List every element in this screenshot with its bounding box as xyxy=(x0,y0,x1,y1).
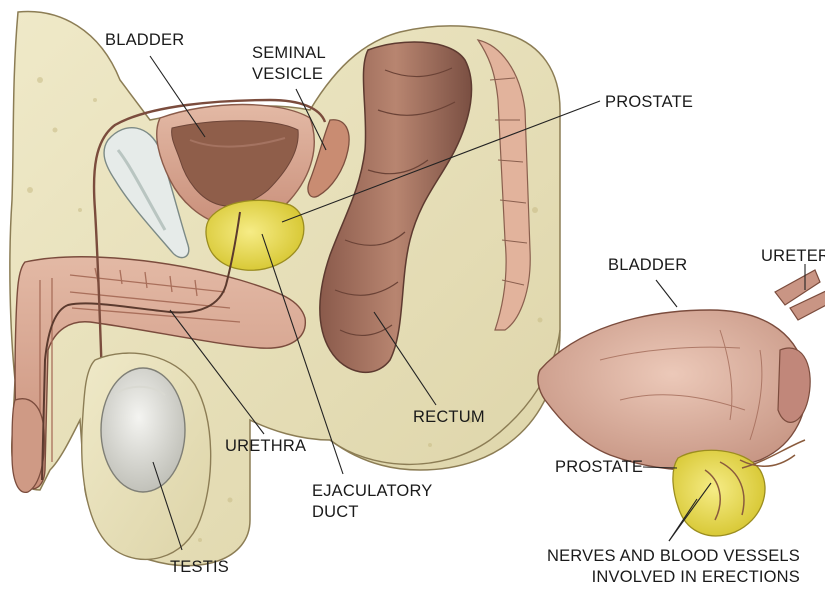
label-bladder-main: BLADDER xyxy=(105,30,184,50)
label-ejaculatory-duct-2: DUCT xyxy=(312,502,359,522)
label-urethra: URETHRA xyxy=(225,436,306,456)
label-nerves-2: INVOLVED IN ERECTIONS xyxy=(470,567,800,587)
label-rectum: RECTUM xyxy=(413,407,485,427)
side-view xyxy=(538,270,825,536)
sagittal-section xyxy=(10,12,560,566)
label-ureter: URETER xyxy=(761,246,825,266)
side-bladder xyxy=(538,310,807,470)
label-seminal-vesicle-2: VESICLE xyxy=(252,64,323,84)
label-seminal-vesicle-1: SEMINAL xyxy=(252,43,326,63)
label-nerves-1: NERVES AND BLOOD VESSELS xyxy=(470,546,800,566)
leader-bladder-side xyxy=(656,280,677,307)
label-bladder-side: BLADDER xyxy=(608,255,687,275)
side-prostate xyxy=(673,450,765,536)
label-testis: TESTIS xyxy=(170,557,229,577)
label-ejaculatory-duct-1: EJACULATORY xyxy=(312,481,433,501)
label-prostate-main: PROSTATE xyxy=(605,92,693,112)
label-prostate-side: PROSTATE xyxy=(555,457,643,477)
